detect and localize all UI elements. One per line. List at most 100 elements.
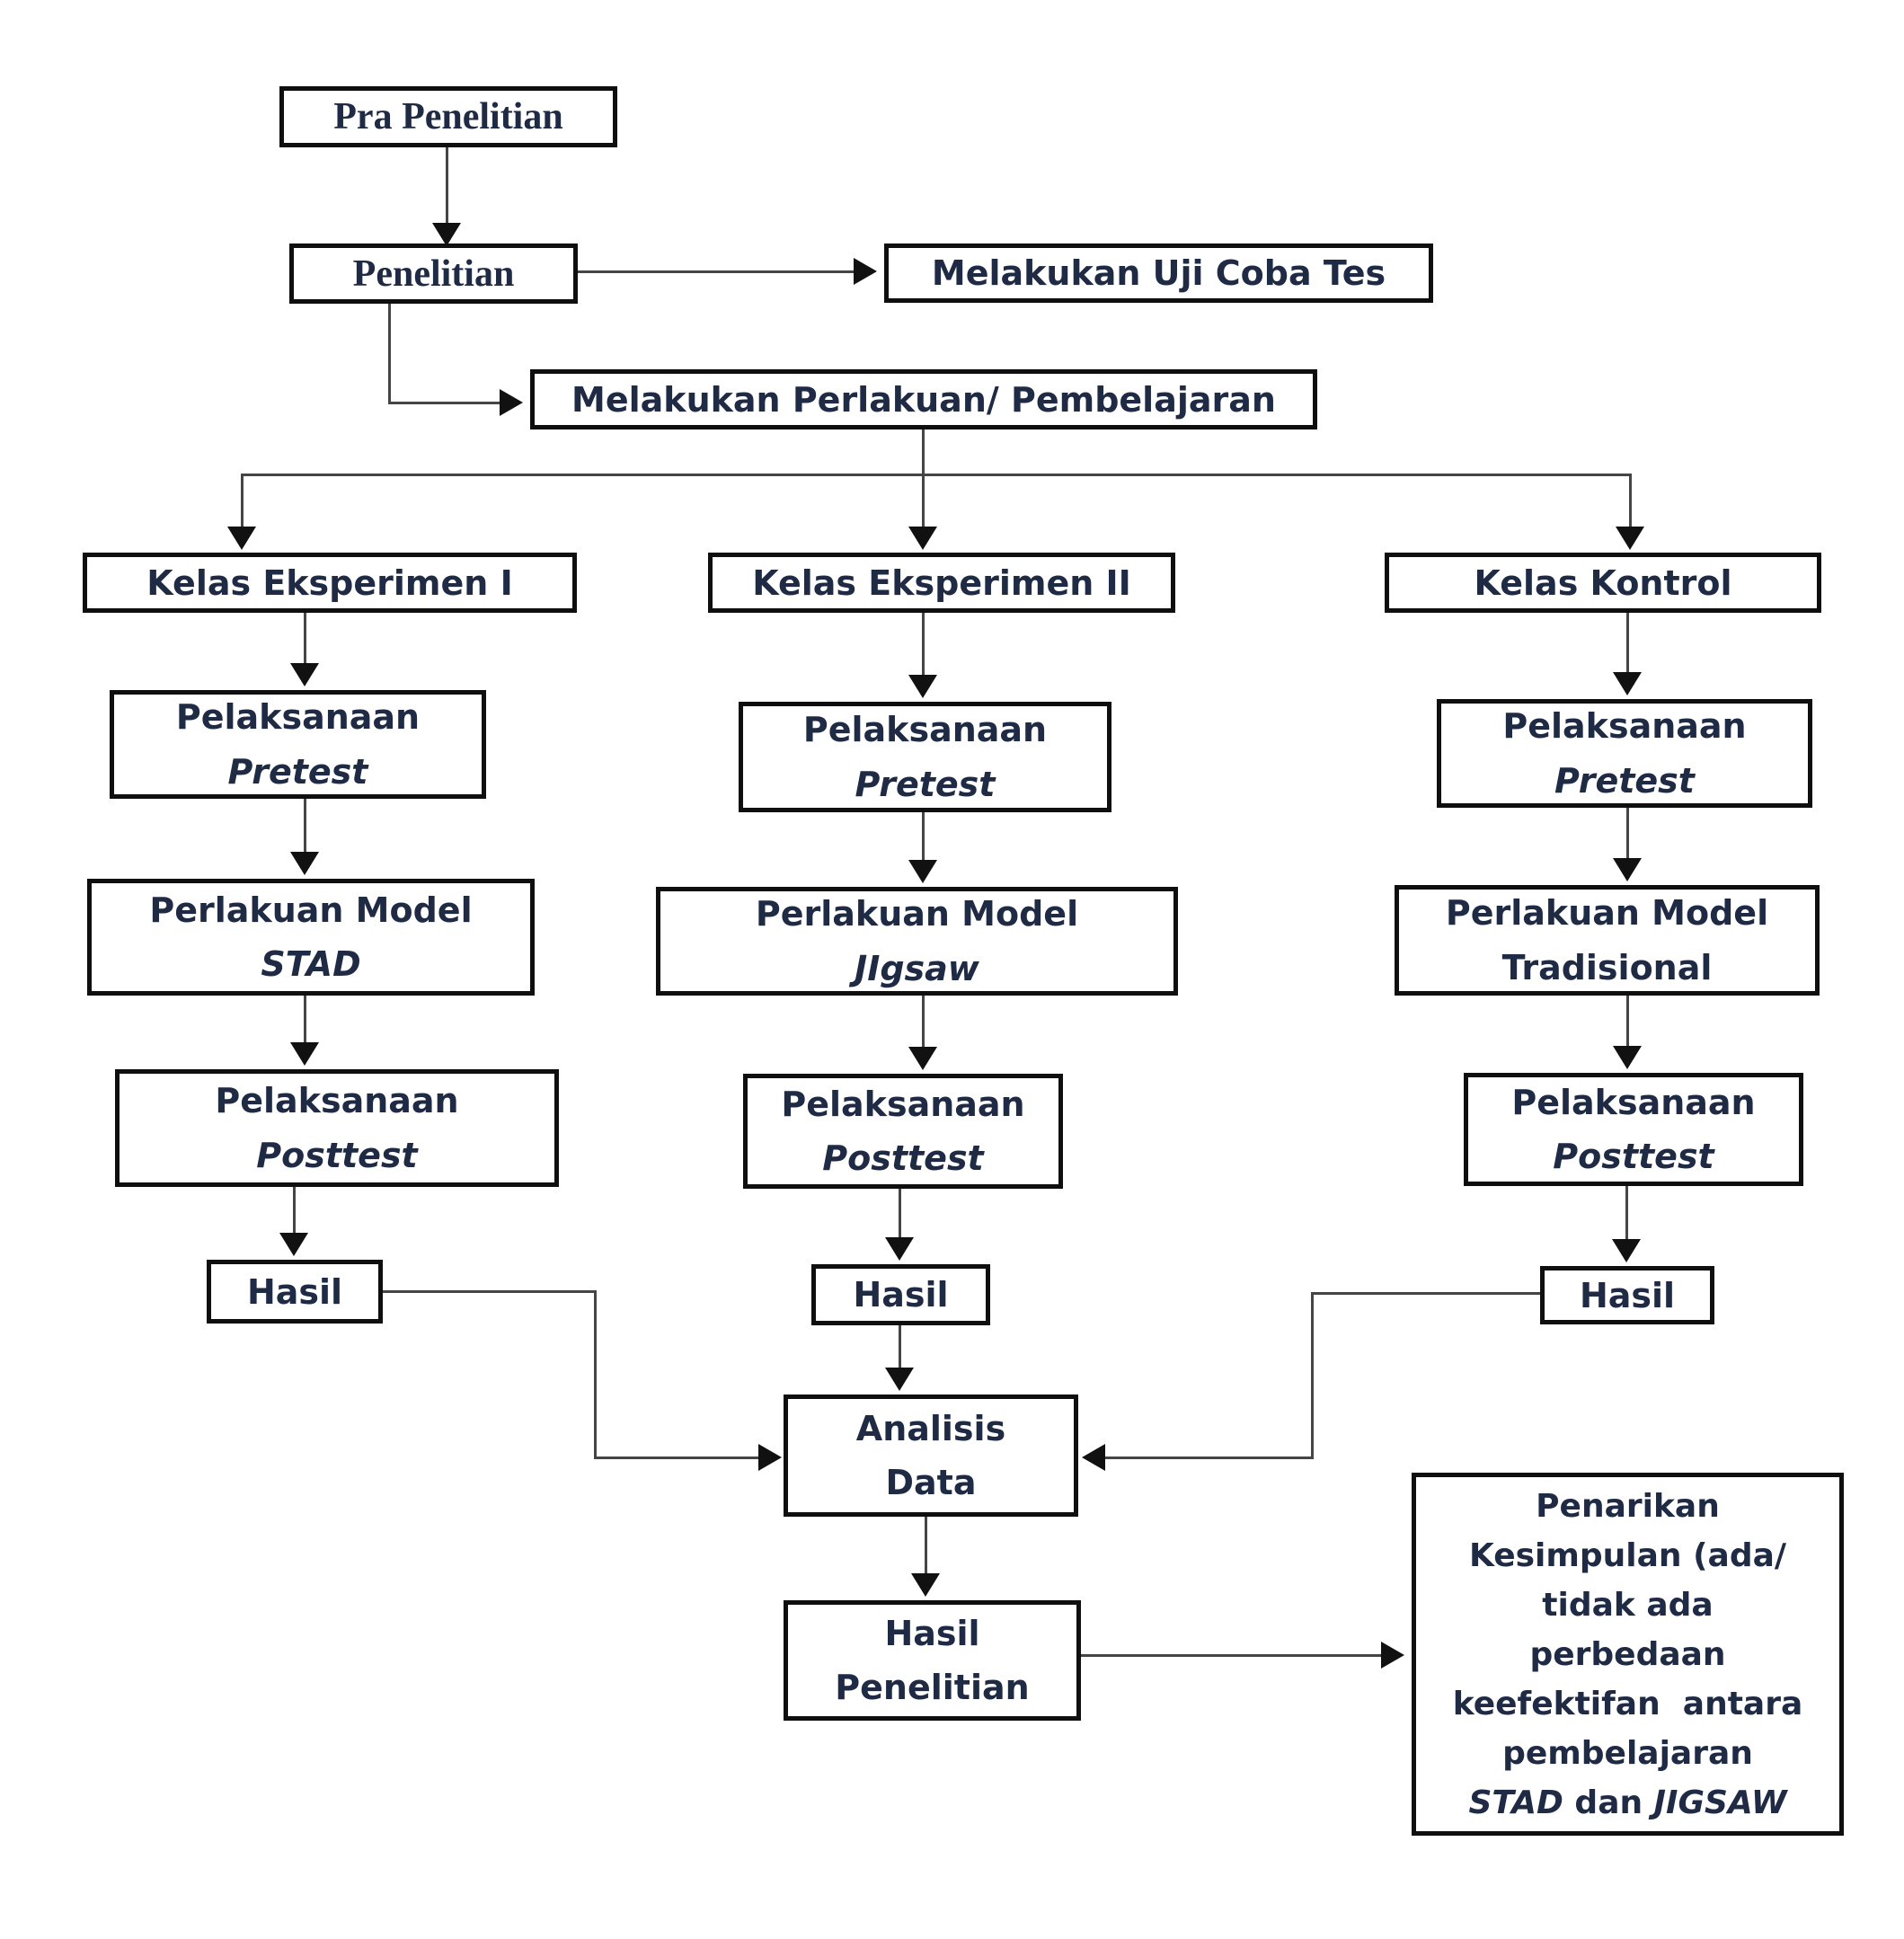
connector-hasil1-elbow-v [594, 1290, 597, 1457]
connector-model3-posttest3 [1626, 996, 1629, 1048]
conclusion-line: perbedaan [1529, 1635, 1726, 1673]
arrowhead-right [854, 258, 877, 285]
conclusion-line: keefektifan antara [1452, 1685, 1803, 1722]
connector-branch-mid [922, 474, 925, 528]
connector-penelitian-elbow-v [388, 304, 391, 404]
node-pra-penelitian: Pra Penelitian [279, 86, 617, 147]
node-analisis-data: Analisis Data [784, 1394, 1078, 1517]
node-kelas-kontrol: Kelas Kontrol [1385, 553, 1821, 613]
arrowhead-down [911, 1573, 940, 1597]
connector-branch-left [241, 474, 244, 528]
node-pretest-3: Pelaksanaan Pretest [1437, 699, 1812, 808]
arrowhead-down [908, 527, 937, 550]
node-label-line2: Posttest [1553, 1137, 1714, 1176]
connector-distribution [243, 474, 1631, 476]
connector-hasil1-elbow-h2 [594, 1456, 758, 1459]
arrowhead-down [1613, 672, 1642, 695]
node-label-line1: Analisis [855, 1408, 1006, 1448]
node-label: Melakukan Perlakuan/ Pembelajaran [571, 379, 1276, 420]
node-label-line2: Pretest [855, 764, 996, 804]
node-kelas-eksperimen-2: Kelas Eksperimen II [708, 553, 1175, 613]
node-hasil-penelitian: Hasil Penelitian [784, 1600, 1081, 1721]
connector-kelas3-pretest3 [1626, 613, 1629, 674]
arrowhead-down [908, 860, 937, 883]
conclusion-line: pembelajaran [1502, 1734, 1753, 1772]
arrowhead-right [1381, 1642, 1404, 1669]
arrowhead-down [227, 527, 256, 550]
arrowhead-down [290, 1042, 319, 1066]
conclusion-line: tidak ada [1542, 1586, 1714, 1624]
connector-kelas2-pretest2 [922, 613, 925, 677]
node-model-jigsaw: Perlakuan Model JIgsaw [656, 887, 1178, 996]
connector-hasil3-elbow-h2 [1105, 1456, 1314, 1459]
stad-italic: STAD [1468, 1784, 1563, 1821]
connector-branch-right [1629, 474, 1632, 528]
node-label: Melakukan Uji Coba Tes [931, 253, 1386, 293]
node-label-line2: Penelitian [835, 1668, 1030, 1707]
arrowhead-down [885, 1237, 914, 1261]
node-posttest-2: Pelaksanaan Posttest [743, 1074, 1063, 1189]
dan-text: dan [1563, 1784, 1654, 1821]
node-label-line1: Perlakuan Model [1445, 893, 1769, 934]
node-label-line1: Pelaksanaan [215, 1081, 459, 1121]
node-perlakuan-pembelajaran: Melakukan Perlakuan/ Pembelajaran [530, 369, 1317, 429]
node-label-line1: Pelaksanaan [781, 1084, 1025, 1124]
node-label: Pra Penelitian [333, 96, 563, 137]
node-pretest-1: Pelaksanaan Pretest [110, 690, 486, 799]
connector-hasil1-elbow-h1 [383, 1290, 597, 1293]
arrowhead-down [908, 675, 937, 698]
node-label: Hasil [1579, 1275, 1676, 1315]
node-hasil-2: Hasil [811, 1264, 990, 1325]
node-uji-coba-tes: Melakukan Uji Coba Tes [884, 243, 1433, 303]
node-hasil-1: Hasil [207, 1260, 383, 1324]
arrowhead-left [1082, 1444, 1105, 1471]
arrowhead-down [1613, 858, 1642, 881]
arrowhead-down [290, 663, 319, 686]
node-label-line1: Pelaksanaan [175, 697, 421, 738]
arrowhead-down [908, 1047, 937, 1070]
node-label-line1: Pelaksanaan [802, 710, 1048, 750]
node-penelitian: Penelitian [289, 243, 578, 304]
connector-pra-to-penelitian [446, 147, 448, 223]
connector-posttest1-hasil1 [293, 1187, 296, 1235]
node-label-line1: Pelaksanaan [1511, 1082, 1756, 1122]
connector-posttest3-hasil3 [1625, 1186, 1628, 1241]
node-label: Penelitian [352, 252, 515, 295]
node-label-line1: Perlakuan Model [149, 890, 473, 930]
node-label-line1: Hasil [884, 1613, 980, 1653]
conclusion-line-last: STAD dan JIGSAW [1468, 1778, 1786, 1828]
arrowhead-right [758, 1444, 782, 1471]
node-label-line1: Perlakuan Model [755, 894, 1079, 934]
connector-hasil2-analisis [899, 1325, 901, 1369]
arrowhead-down [279, 1233, 308, 1256]
arrowhead-down [1616, 527, 1644, 550]
connector-analisis-hasilpenelitian [925, 1517, 927, 1575]
node-label-line2: Tradisional [1501, 947, 1713, 987]
connector-posttest2-hasil2 [899, 1189, 901, 1239]
arrowhead-down [1612, 1239, 1641, 1262]
arrowhead-down [1613, 1046, 1642, 1069]
node-penarikan-kesimpulan: Penarikan Kesimpulan (ada/ tidak ada per… [1412, 1473, 1844, 1836]
connector-pretest2-model2 [922, 812, 925, 862]
connector-pretest3-model3 [1626, 808, 1629, 860]
arrowhead-down [290, 852, 319, 875]
connector-pretest1-model1 [304, 799, 306, 854]
node-label-line2: JIgsaw [855, 948, 979, 988]
conclusion-line: Penarikan [1536, 1487, 1720, 1525]
conclusion-line: Kesimpulan (ada/ [1468, 1536, 1787, 1574]
connector-kelas1-pretest1 [304, 613, 306, 665]
connector-penelitian-to-uji [578, 270, 854, 273]
node-label-line2: Posttest [256, 1135, 418, 1175]
node-label: Kelas Kontrol [1474, 562, 1732, 603]
node-kelas-eksperimen-1: Kelas Eksperimen I [83, 553, 577, 613]
node-label: Kelas Eksperimen I [146, 562, 513, 603]
node-label-line2: Pretest [227, 751, 368, 792]
arrowhead-down [885, 1368, 914, 1391]
connector-hasil3-elbow-v [1311, 1292, 1314, 1457]
connector-model2-posttest2 [922, 996, 925, 1049]
node-model-tradisional: Perlakuan Model Tradisional [1395, 885, 1820, 996]
node-posttest-1: Pelaksanaan Posttest [115, 1069, 559, 1187]
node-hasil-3: Hasil [1540, 1266, 1714, 1324]
node-label: Hasil [853, 1275, 949, 1315]
